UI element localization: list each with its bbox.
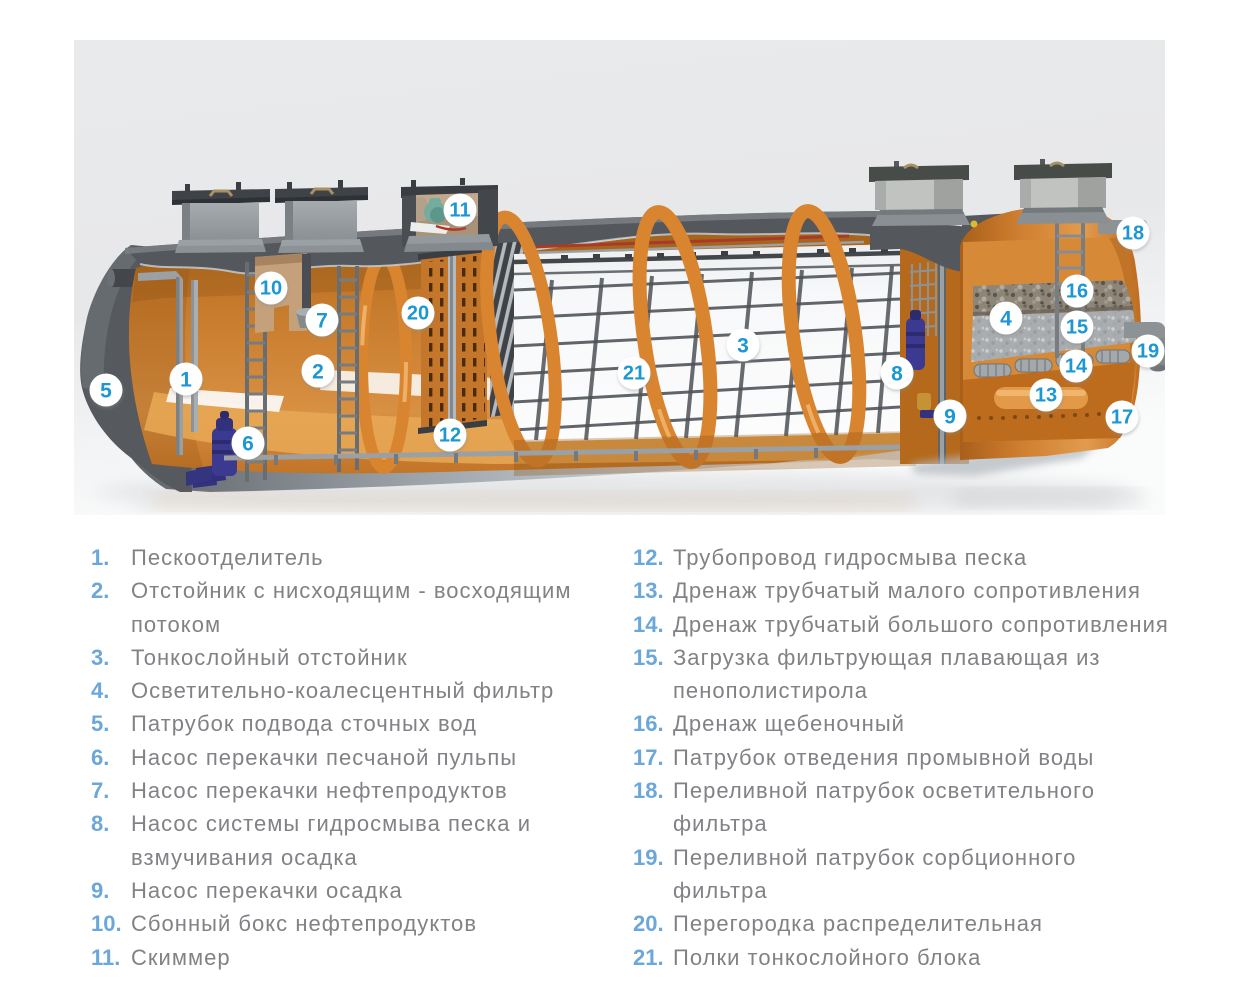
svg-text:13: 13 (1035, 385, 1057, 407)
svg-text:18: 18 (1122, 223, 1144, 245)
svg-text:16: 16 (1066, 281, 1088, 303)
svg-text:4: 4 (1000, 308, 1012, 331)
svg-text:19: 19 (1137, 341, 1159, 363)
svg-text:3: 3 (737, 335, 749, 358)
svg-text:5: 5 (100, 380, 112, 403)
svg-text:2: 2 (312, 361, 324, 384)
svg-text:12: 12 (439, 425, 461, 447)
svg-text:14: 14 (1065, 356, 1088, 378)
svg-text:7: 7 (316, 310, 328, 333)
svg-text:21: 21 (623, 363, 645, 385)
svg-text:6: 6 (242, 433, 254, 456)
svg-text:15: 15 (1066, 317, 1088, 339)
svg-text:17: 17 (1111, 407, 1133, 429)
svg-text:11: 11 (449, 200, 470, 222)
svg-text:8: 8 (891, 363, 903, 386)
svg-text:10: 10 (260, 278, 282, 300)
svg-text:9: 9 (944, 406, 956, 429)
svg-text:20: 20 (407, 303, 429, 325)
svg-text:1: 1 (180, 369, 192, 392)
